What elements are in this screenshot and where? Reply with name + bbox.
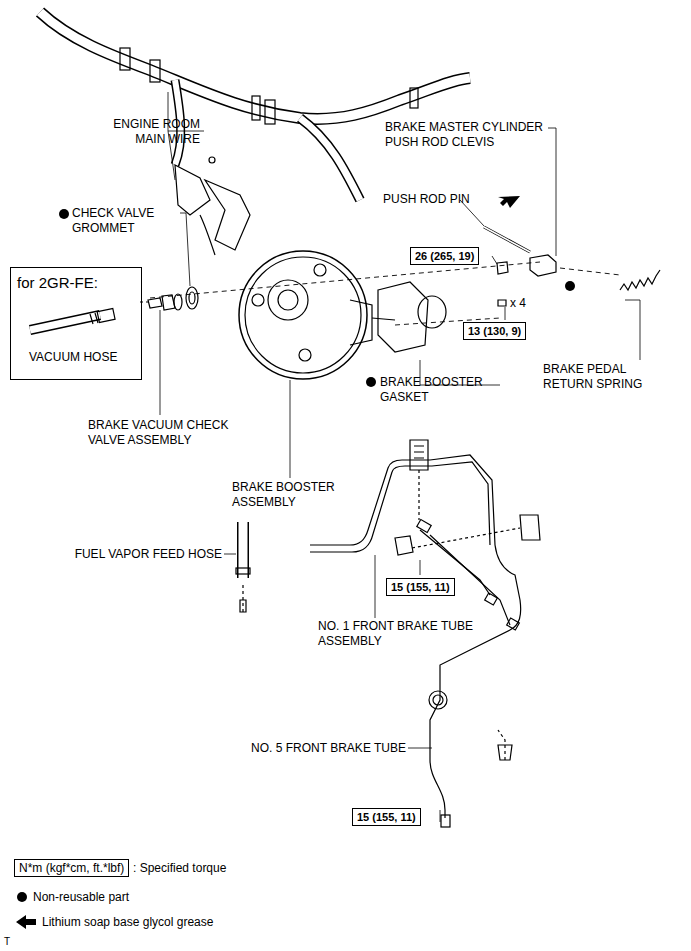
legend-text: Non-reusable part: [33, 890, 129, 905]
torque-box: N*m (kgf*cm, ft.*lbf): [14, 859, 129, 877]
torque-box: 13 (130, 9): [463, 322, 526, 340]
legend-text: : Specified torque: [133, 861, 226, 876]
part-name: FUEL VAPOR FEED HOSE: [40, 547, 222, 562]
figure-code: T: [4, 934, 24, 949]
part-name: BRAKE MASTER CYLINDER PUSH ROD CLEVIS: [385, 120, 550, 150]
quantity: x 4: [510, 296, 540, 311]
torque-value: 15 (155, 11): [387, 579, 454, 595]
torque-value: 26 (265, 19): [411, 248, 478, 264]
part-name: BRAKE BOOSTER ASSEMBLY: [232, 480, 357, 510]
part-name: NO. 5 FRONT BRAKE TUBE: [210, 741, 406, 756]
torque-value: 13 (130, 9): [464, 323, 525, 339]
part-name: CHECK VALVE GROMMET: [72, 206, 177, 236]
torque-value: N*m (kgf*cm, ft.*lbf): [15, 860, 128, 876]
part-name: BRAKE VACUUM CHECK VALVE ASSEMBLY: [88, 418, 253, 448]
part-name: VACUUM HOSE: [29, 350, 117, 364]
legend-text: Lithium soap base glycol grease: [42, 915, 213, 930]
torque-value: 15 (155, 11): [353, 809, 420, 825]
part-name: NO. 1 FRONT BRAKE TUBE ASSEMBLY: [318, 619, 473, 649]
torque-box: 15 (155, 11): [386, 578, 455, 596]
torque-box: 26 (265, 19): [410, 247, 479, 265]
part-name: PUSH ROD PIN: [383, 192, 483, 207]
part-name: BRAKE PEDAL RETURN SPRING: [543, 362, 678, 392]
torque-box: 15 (155, 11): [352, 808, 421, 826]
part-name: ENGINE ROOM MAIN WIRE: [100, 117, 200, 147]
variant-heading: for 2GR-FE:: [17, 274, 98, 291]
variant-box: for 2GR-FE: VACUUM HOSE: [10, 267, 142, 380]
part-name: BRAKE BOOSTER GASKET: [380, 375, 498, 405]
